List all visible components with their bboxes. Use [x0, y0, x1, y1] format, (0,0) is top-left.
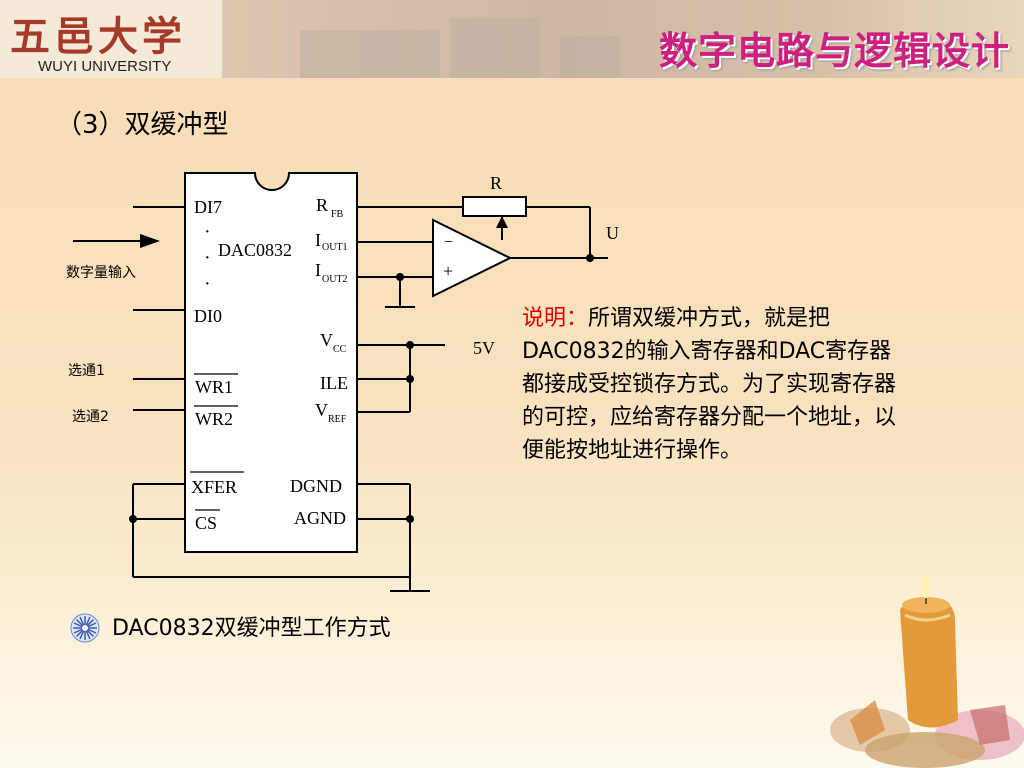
university-logo: 五邑大学 WUYI UNIVERSITY — [0, 0, 222, 78]
pin-iout1-sub: OUT1 — [322, 242, 348, 253]
chip-body — [184, 172, 358, 553]
junction-dot — [586, 254, 594, 262]
pin-cs: CS — [195, 513, 217, 533]
resistor-label: R — [490, 173, 502, 193]
pin-wr2: WR2 — [195, 409, 233, 429]
course-title: 数字电路与逻辑设计 — [658, 29, 1010, 73]
junction-dot — [396, 273, 404, 281]
pin-vref: V — [315, 400, 328, 420]
junction-dot — [406, 515, 414, 523]
candle-decoration — [830, 572, 1024, 768]
pin-di0: DI0 — [194, 306, 222, 326]
opamp-symbol — [432, 218, 513, 298]
pin-ile: ILE — [320, 373, 348, 393]
header-banner: 五邑大学 WUYI UNIVERSITY 数字电路与逻辑设计 — [0, 0, 1024, 78]
pin-iout2-sub: OUT2 — [322, 274, 348, 285]
pin-rfb: R — [316, 195, 328, 215]
pin-agnd: AGND — [294, 508, 346, 528]
select1-label: 选通1 — [68, 363, 105, 379]
banner-building — [450, 18, 540, 78]
description-label: 说明： — [522, 306, 589, 331]
opamp-minus: − — [444, 234, 453, 251]
pin-vcc: V — [320, 330, 333, 350]
junction-dot — [406, 341, 414, 349]
banner-building — [300, 30, 440, 78]
junction-dot — [406, 375, 414, 383]
figure-caption: DAC0832双缓冲型工作方式 — [112, 616, 391, 641]
pin-dot: · — [204, 273, 211, 295]
output-u-label: U — [606, 223, 619, 243]
description-text: 所谓双缓冲方式，就是把DAC0832的输入寄存器和DAC寄存器都接成受控锁存方式… — [522, 306, 897, 463]
junction-dot — [129, 515, 137, 523]
supply-5v-label: 5V — [473, 338, 495, 358]
pin-iout1: I — [315, 230, 321, 250]
pin-wr1: WR1 — [195, 377, 233, 397]
pin-vref-sub: REF — [328, 414, 347, 425]
pin-di7: DI7 — [194, 197, 222, 217]
select2-label: 选通2 — [72, 409, 109, 425]
opamp-plus: + — [443, 261, 453, 281]
logo-chinese: 五邑大学 — [10, 13, 186, 60]
description: 说明：所谓双缓冲方式，就是把DAC0832的输入寄存器和DAC寄存器都接成受控锁… — [522, 302, 902, 467]
section-heading: （3）双缓冲型 — [56, 110, 229, 140]
digital-input-label: 数字量输入 — [66, 265, 136, 281]
pin-dgnd: DGND — [290, 476, 342, 496]
chip-name: DAC0832 — [218, 240, 292, 260]
pin-rfb-sub: FB — [331, 209, 344, 220]
pin-xfer: XFER — [191, 477, 237, 497]
logo-english: WUYI UNIVERSITY — [38, 58, 172, 75]
pin-iout2: I — [315, 260, 321, 280]
flower-bullet-icon — [70, 613, 100, 643]
pin-vcc-sub: CC — [333, 344, 347, 355]
pin-dot: · — [204, 247, 211, 269]
banner-building — [560, 36, 620, 78]
feedback-resistor — [462, 196, 527, 217]
pin-dot: · — [204, 221, 211, 243]
